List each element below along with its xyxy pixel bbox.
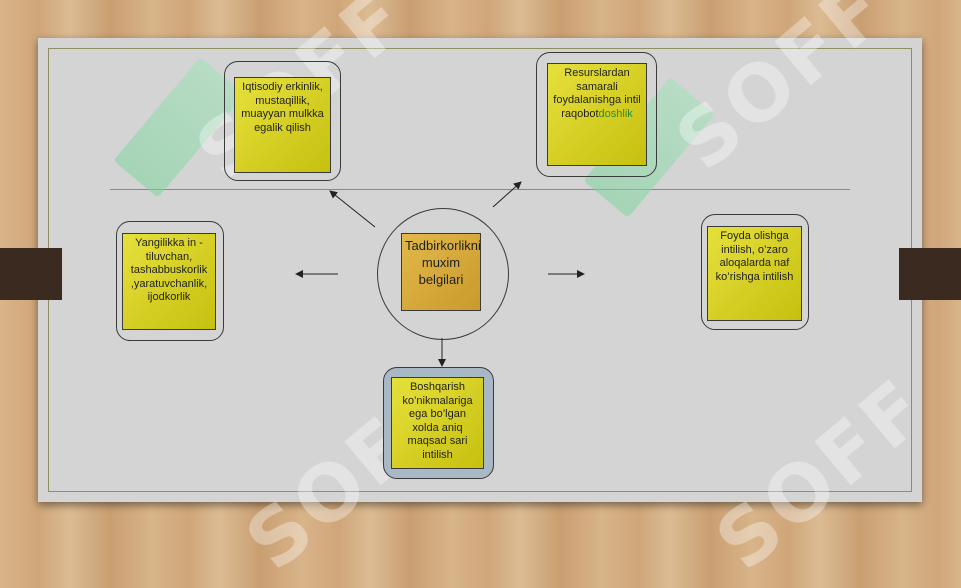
node-top-right-text-green: doshlik: [598, 107, 633, 120]
right-clip: [899, 248, 961, 300]
connector-arrows: [295, 181, 585, 367]
center-circle: [377, 208, 509, 340]
node-top-right: Resurslardan samarali foydalanishga inti…: [547, 63, 647, 166]
arrow-to-top-left: [329, 190, 376, 228]
horizontal-divider: [110, 189, 850, 190]
arrow-to-top-right: [492, 181, 522, 208]
node-bottom: Boshqarish ko’nikmalariga ega bo’lgan xo…: [391, 377, 484, 469]
node-top-left: Iqtisodiy erkinlik, mustaqillik, muayyan…: [234, 77, 331, 173]
node-top-right-frame: [536, 52, 657, 177]
node-right-frame: [701, 214, 809, 330]
node-top-left-frame: [224, 61, 341, 181]
center-box: Tadbirkorlikni muxim belgilari: [401, 233, 481, 311]
left-clip: [0, 248, 62, 300]
node-left: Yangilikka in - tiluvchan, tashabbuskorl…: [122, 233, 216, 330]
node-left-frame: [116, 221, 224, 341]
node-top-right-text: Resurslardan samarali foydalanishga inti…: [553, 67, 641, 120]
node-right: Foyda olishga intilish, o’zaro aloqalard…: [707, 226, 802, 321]
